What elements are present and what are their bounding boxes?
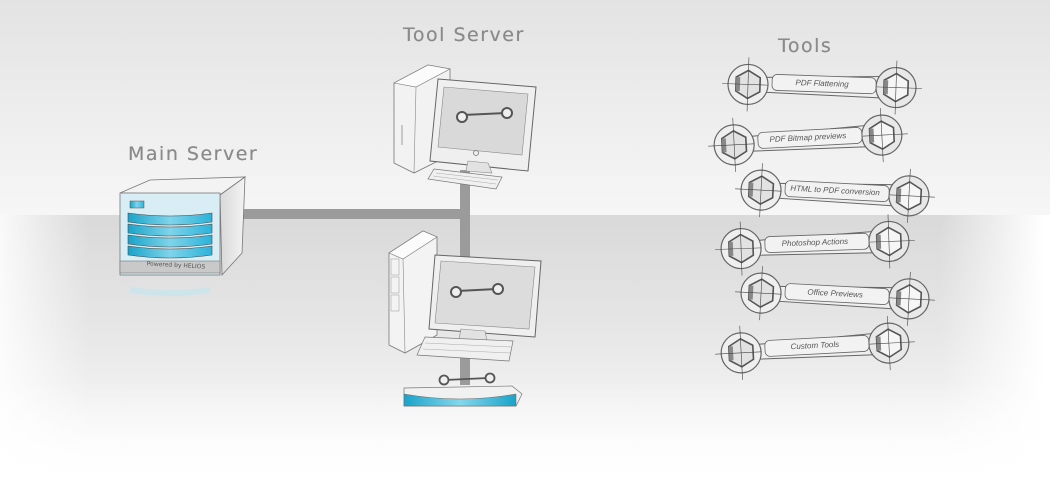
wrench-icon xyxy=(715,316,915,380)
tool-server-appliance-icon xyxy=(403,372,523,407)
tool-item-4: Office Previews xyxy=(734,263,937,329)
main-server-heading: Main Server xyxy=(128,143,259,165)
wrench-icon xyxy=(708,108,908,172)
wrench-icon xyxy=(735,266,935,326)
wrench-icon xyxy=(722,57,922,115)
main-server-icon xyxy=(119,176,247,296)
background-fade-bottom xyxy=(0,380,1050,496)
tool-item-1: PDF Bitmap previews xyxy=(707,107,910,173)
wrench-icon xyxy=(715,214,915,276)
tool-server-workstation-icon xyxy=(388,230,542,362)
tools-heading: Tools xyxy=(778,35,833,57)
connector-main-to-tool-server xyxy=(240,209,468,219)
tool-item-3: Photoshop Actions xyxy=(714,214,916,277)
tool-server-computer-icon xyxy=(393,64,537,190)
tool-label: PDF Flattening xyxy=(795,78,849,89)
tool-item-2: HTML to PDF conversion xyxy=(734,160,937,226)
wrench-icon xyxy=(735,163,935,223)
tool-item-0: PDF Flattening xyxy=(721,55,923,118)
tool-server-heading: Tool Server xyxy=(403,24,525,46)
tool-item-5: Custom Tools xyxy=(714,315,917,381)
